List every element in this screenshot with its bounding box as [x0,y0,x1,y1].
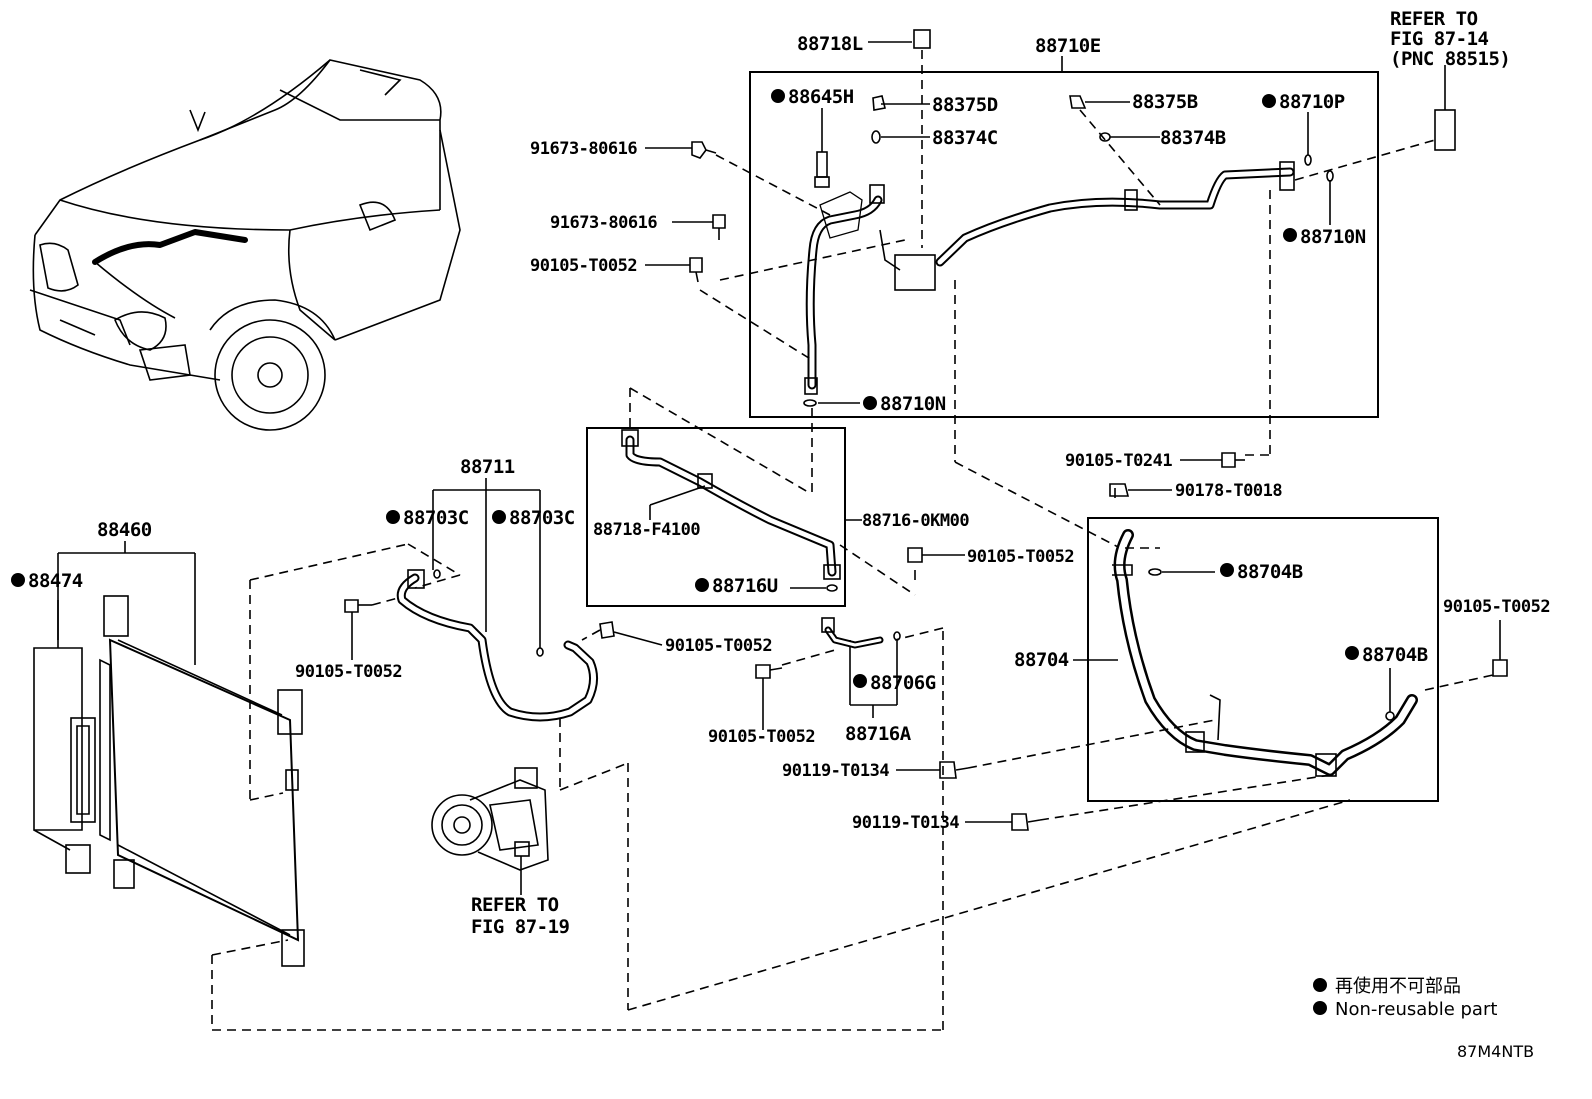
part-label-90105-lower: 90105-T0052 [708,727,815,747]
receiver-drier-drawing [65,717,96,874]
part-label-88704b-upper: 88704B [1237,561,1303,583]
condenser-drawing [99,595,305,967]
part-label-88710n-right: 88710N [1300,226,1366,248]
part-label-88716a: 88716A [845,723,912,745]
non-reusable-dot [771,89,785,103]
part-label-90105-upper: 90105-T0052 [530,256,637,276]
pipe-88704-drawing [1112,529,1418,777]
part-label-88460: 88460 [97,519,152,541]
legend-text-en: Non-reusable part [1335,999,1497,1020]
part-label-88374c: 88374C [932,127,998,149]
part-label-88710p: 88710P [1279,91,1345,113]
part-label-88703c-right: 88703C [509,507,575,529]
part-label-88718l: 88718L [797,33,863,55]
part-label-88375d: 88375D [932,94,998,116]
legend-dot [1313,1001,1327,1015]
part-label-88716-0km00: 88716-0KM00 [862,511,969,531]
assembly-box-88710e [749,71,1379,418]
part-label-88718-f4100: 88718-F4100 [593,520,700,540]
part-label-91673-top: 91673-80616 [530,139,637,159]
part-label-90178: 90178-T0018 [1175,481,1282,501]
part-label-91673-mid: 91673-80616 [550,213,657,233]
part-label-88704: 88704 [1014,649,1069,671]
refer-note-line1: REFER TO [1390,8,1478,30]
part-label-90105-left: 90105-T0052 [295,662,402,682]
refer-note-line2: FIG 87-14 [1390,28,1489,50]
non-reusable-dot [492,510,506,524]
valve-cap-icon [868,29,931,49]
legend: 再使用不可部品 Non-reusable part [1313,976,1497,1020]
pipe-88711-drawing [396,569,598,722]
non-reusable-dot [11,573,25,587]
vehicle-illustration [29,59,461,431]
non-reusable-dot [695,578,709,592]
pipe-88716-drawing [621,429,841,580]
non-reusable-dot [1220,563,1234,577]
part-label-88706g: 88706G [870,672,936,694]
refer-note-line3: (PNC 88515) [1390,48,1510,70]
non-reusable-dot [853,674,867,688]
part-label-88474: 88474 [28,570,83,592]
part-label-88710e: 88710E [1035,35,1101,57]
part-label-88374b: 88374B [1160,127,1226,149]
part-label-88704b-lower: 88704B [1362,644,1428,666]
assembly-box-88716 [586,427,846,607]
part-label-88645h: 88645H [788,86,854,108]
part-label-88703c-left: 88703C [403,507,469,529]
legend-dot [1313,978,1327,992]
compressor-drawing [431,767,549,895]
part-label-90105-mid: 90105-T0052 [967,547,1074,567]
pipe-88710e-drawing [804,161,1295,395]
refer-compressor-line1: REFER TO [471,894,559,916]
non-reusable-dot [386,510,400,524]
part-label-90105-right: 90105-T0052 [1443,597,1550,617]
part-label-90119-upper: 90119-T0134 [782,761,889,781]
part-label-88710n-bottom: 88710N [880,393,946,415]
part-label-88716u: 88716U [712,575,778,597]
non-reusable-dot [1283,228,1297,242]
non-reusable-dot [863,396,877,410]
part-label-88375b: 88375B [1132,91,1198,113]
non-reusable-dot [1345,646,1359,660]
legend-text-jp: 再使用不可部品 [1335,976,1461,997]
figure-code: 87M4NTB [1457,1042,1534,1061]
non-reusable-dot [1262,94,1276,108]
part-label-90105-t0241: 90105-T0241 [1065,451,1172,471]
part-label-90119-lower: 90119-T0134 [852,813,959,833]
refer-compressor-line2: FIG 87-19 [471,916,570,938]
part-label-88711: 88711 [460,456,515,478]
pressure-sensor-icon [814,108,830,188]
part-label-90105-center: 90105-T0052 [665,636,772,656]
refer-fitting-icon [1434,65,1456,151]
